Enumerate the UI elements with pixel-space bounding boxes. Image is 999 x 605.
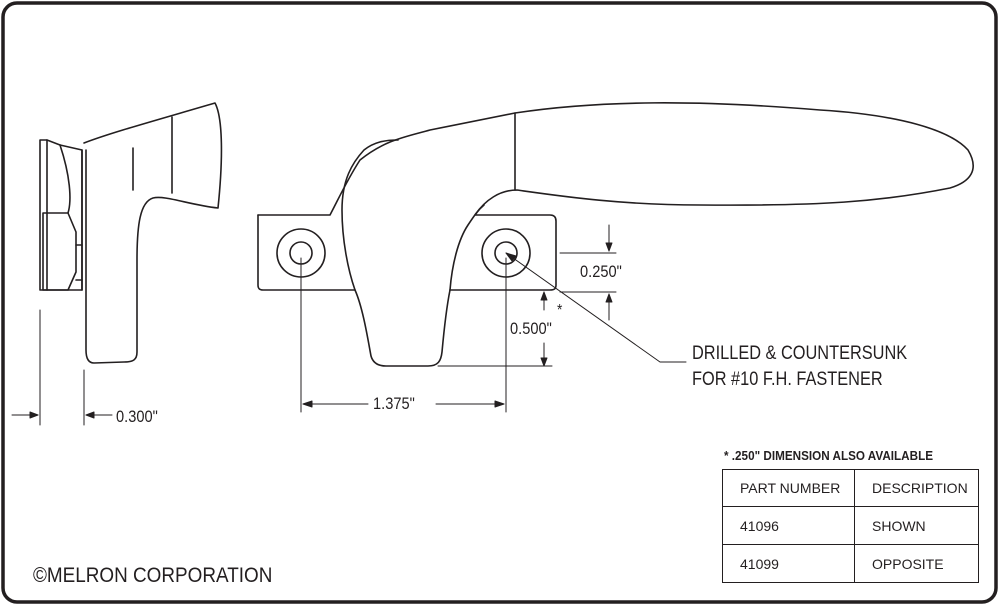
dimension-lines (11, 224, 687, 426)
side-view (39, 102, 223, 364)
description-cell: SHOWN (854, 506, 979, 545)
table-row: 41096 SHOWN (722, 506, 979, 545)
part-number-cell: 41099 (722, 544, 855, 583)
front-view (257, 102, 974, 367)
part-number-cell: 41096 (722, 506, 855, 545)
column-header-description: DESCRIPTION (854, 469, 979, 507)
dimension-note: * .250" DIMENSION ALSO AVAILABLE (724, 448, 934, 463)
dimension-hole-spacing-label: 1.375" (373, 394, 415, 413)
dimension-asterisk: * (557, 302, 563, 319)
copyright-text: ©MELRON CORPORATION (33, 564, 273, 587)
table-row: 41099 OPPOSITE (722, 544, 979, 583)
callout-line-1: DRILLED & COUNTERSUNK (692, 343, 908, 364)
description-cell: OPPOSITE (854, 544, 979, 583)
table-header-row: PART NUMBER DESCRIPTION (722, 469, 979, 507)
dimension-offset-label: 0.500" (510, 319, 552, 338)
callout-line-2: FOR #10 F.H. FASTENER (692, 369, 883, 390)
dimension-hole-diameter-label: 0.250" (580, 262, 622, 281)
dimension-thickness-label: 0.300" (116, 407, 158, 426)
column-header-part-number: PART NUMBER (722, 469, 855, 507)
parts-table: PART NUMBER DESCRIPTION 41096 SHOWN 4109… (722, 469, 979, 583)
